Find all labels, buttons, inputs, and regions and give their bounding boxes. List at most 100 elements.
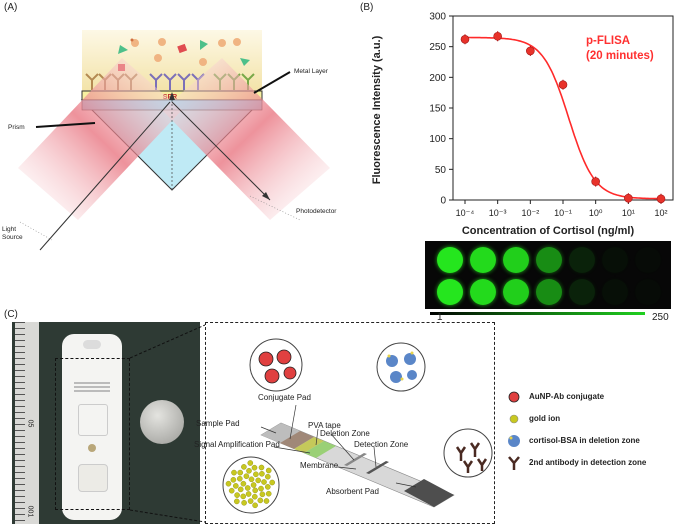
gold-particle (245, 491, 252, 497)
gold-particle (230, 476, 237, 483)
gold-particle (243, 473, 250, 479)
x-tick-label: 10² (654, 208, 667, 218)
gold-particle (265, 490, 272, 497)
y-axis-label-wrap: Fluorescence Intensity (a.u.) (371, 35, 383, 184)
gold-particle (246, 467, 252, 474)
data-point (591, 177, 600, 186)
legend-row-bsa: cortisol-BSA in deletion zone (505, 432, 679, 454)
y-tick-label: 300 (429, 12, 446, 23)
fluorescence-well (635, 279, 661, 305)
cortisol-bsa-icon (508, 435, 520, 447)
legend-aunp-label: AuNP-Ab conjugate (529, 392, 605, 401)
gold-particle (236, 475, 243, 482)
gold-particle (234, 492, 240, 498)
data-point (624, 193, 633, 203)
gold-particle (265, 473, 271, 480)
gold-particle (244, 485, 251, 491)
gold-particle (232, 483, 239, 489)
gold-particle (233, 498, 240, 505)
data-point (493, 31, 502, 41)
gold-particle (261, 479, 267, 485)
legend-gold-label: gold ion (529, 414, 561, 423)
pva-tape-label: PVA tape (308, 421, 341, 430)
gold-particle (248, 476, 255, 483)
gold-particle (237, 486, 244, 493)
gold-particle (251, 464, 258, 471)
conjugate-pad (280, 431, 314, 449)
fluorescence-well (569, 279, 595, 305)
spr-diagram: SPR Metal Layer Prism Photodetector (8, 30, 337, 251)
gradient-min-label: 1 (437, 312, 443, 323)
x-tick-label: 10¹ (622, 208, 635, 218)
metal-layer-pointer (253, 71, 291, 94)
sample-pad-label: Sample Pad (196, 419, 240, 428)
fluorescence-well (470, 279, 496, 305)
gold-particle (247, 460, 254, 466)
gold-particle (240, 493, 247, 500)
gold-particle (265, 467, 272, 474)
fluorescence-well (635, 247, 661, 273)
data-point (526, 46, 535, 56)
gold-particle (258, 464, 265, 471)
y-tick-label: 250 (429, 42, 446, 53)
intensity-gradient-bar (430, 312, 645, 315)
panel-b-label: (B) (360, 2, 374, 13)
y-tick-label: 150 (429, 104, 446, 115)
membrane-label: Membrane (300, 461, 339, 470)
deletion-zone-line (344, 453, 367, 466)
gold-particle (240, 480, 247, 487)
legend-subtitle: (20 minutes) (586, 50, 654, 62)
y-tick-label: 50 (435, 165, 447, 176)
strip-legend: AuNP-Ab conjugate gold ion cortisol-BSA … (505, 388, 679, 476)
absorbent-pad-label: Absorbent Pad (326, 487, 379, 496)
x-tick-label: 10⁻³ (489, 208, 507, 218)
conjugate-pad-label: Conjugate Pad (258, 393, 311, 402)
result-window (78, 464, 108, 492)
gold-particle (259, 491, 266, 498)
gold-particle (237, 469, 244, 476)
incident-ray (39, 101, 171, 251)
analyte-molecules (118, 38, 250, 71)
gold-particle (241, 464, 247, 470)
bsa-zoom (376, 342, 426, 392)
y-tick-label: 0 (440, 196, 446, 207)
legend-row-antibody: 2nd antibody in detection zone (505, 454, 679, 476)
photodetector-label: Photodetector (296, 208, 337, 215)
fluorescence-well (503, 279, 529, 305)
reflected-ray (171, 101, 271, 201)
light-source-label: Light Source (2, 226, 23, 241)
deletion-zone-label: Deletion Zone (320, 429, 370, 438)
fluorescence-well (536, 279, 562, 305)
chart-legend: p-FLISA (20 minutes) (586, 34, 654, 64)
gradient-max-label: 250 (652, 312, 669, 323)
x-tick-label: 10⁻¹ (554, 208, 572, 218)
legend-row-gold: gold ion (505, 410, 679, 432)
legend-row-aunp: AuNP-Ab conjugate (505, 388, 679, 410)
detection-zone-label: Detection Zone (354, 440, 409, 449)
strip-drawing (222, 338, 493, 514)
data-point (656, 194, 666, 204)
gold-particle (247, 498, 254, 504)
antibody-zoom (443, 428, 493, 478)
test-cassette (62, 334, 122, 520)
sample-pad (261, 423, 300, 443)
legend-bsa-label: cortisol-BSA in deletion zone (529, 436, 640, 445)
data-point (558, 80, 568, 89)
zoom-lines (129, 324, 206, 523)
zoom-box (55, 358, 130, 510)
gold-particle (265, 484, 271, 490)
fluorescence-well (437, 247, 463, 273)
x-tick-label: 10⁻² (521, 208, 539, 218)
fluorescence-well (470, 247, 496, 273)
gold-particle (252, 493, 258, 500)
sample-well (88, 444, 96, 452)
signal-amp-pad-label: Signal Amplification Pad (194, 440, 280, 449)
strip-schematic: Conjugate Pad PVA tape Sample Pad Deleti… (194, 322, 495, 524)
signal-amp-pad (304, 441, 336, 458)
fluorescence-well (503, 247, 529, 273)
legend-title: p-FLISA (586, 35, 631, 47)
gold-ion-icon (509, 414, 519, 424)
coin (140, 400, 184, 444)
